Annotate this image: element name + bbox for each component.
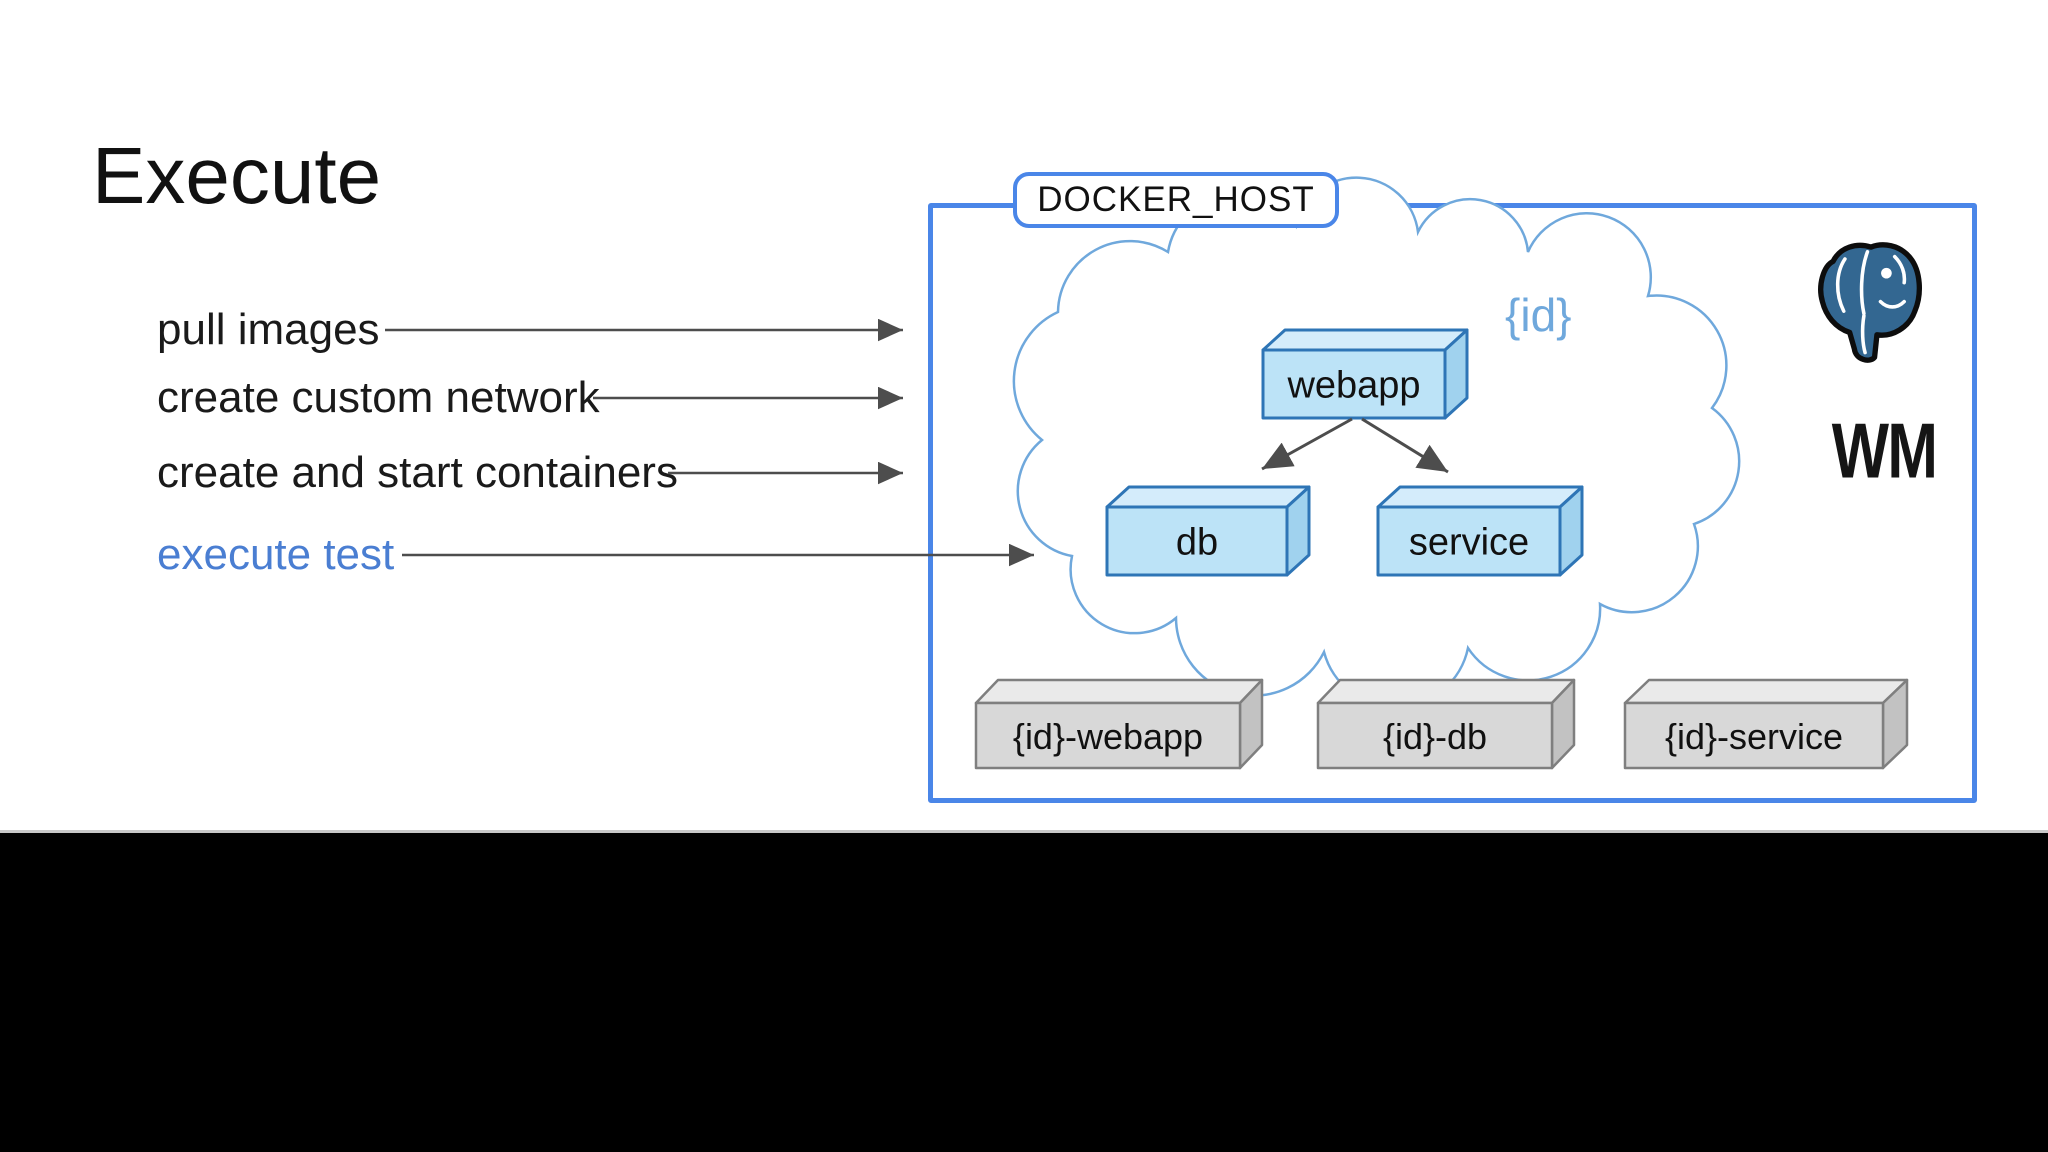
container-box-db	[1105, 485, 1311, 577]
step-create-network: create custom network	[157, 373, 600, 422]
image-box-db	[1316, 678, 1576, 770]
link-webapp-db	[1261, 417, 1353, 471]
link-webapp-service	[1361, 417, 1449, 474]
postgresql-elephant-icon	[1818, 242, 1922, 363]
wm-watermark: WM	[1831, 406, 1938, 495]
step-create-containers: create and start containers	[157, 448, 678, 497]
step-pull-images: pull images	[157, 305, 380, 354]
container-label-db: db	[1175, 521, 1219, 564]
slide-background: Execute pull images create custom networ…	[0, 0, 2048, 833]
diagram-shapes	[385, 176, 1909, 770]
step-execute-test: execute test	[157, 530, 395, 579]
container-box-service	[1376, 485, 1584, 577]
slide-title: Execute	[92, 131, 382, 220]
image-label-webapp: {id}-webapp	[1012, 716, 1204, 757]
image-box-service	[1623, 678, 1909, 770]
docker-host-label: DOCKER_HOST	[1013, 172, 1339, 228]
image-label-db: {id}-db	[1382, 716, 1488, 757]
image-box-webapp	[974, 678, 1264, 770]
network-id-label: {id}	[1505, 289, 1572, 341]
container-label-service: service	[1408, 521, 1530, 564]
container-box-webapp	[1261, 328, 1469, 420]
image-label-service: {id}-service	[1664, 716, 1844, 757]
container-label-webapp: webapp	[1287, 364, 1421, 407]
network-cloud	[1012, 176, 1741, 709]
